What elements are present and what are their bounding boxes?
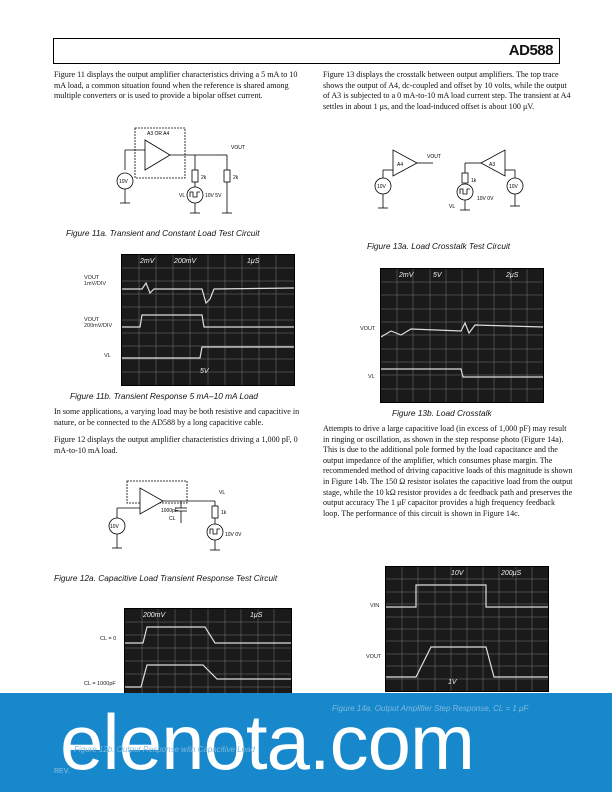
svg-text:1000pF: 1000pF <box>161 508 178 514</box>
scope-label: VOUT 1mV/DIV <box>84 275 107 287</box>
scope-label: VL <box>104 353 111 359</box>
svg-text:VL: VL <box>449 204 455 210</box>
paragraph: Figure 13 displays the crosstalk between… <box>323 70 571 111</box>
svg-text:2k: 2k <box>201 175 207 181</box>
scope-label: CL = 0 <box>100 636 117 642</box>
svg-text:10V 5V: 10V 5V <box>205 193 222 199</box>
svg-text:10V 0V: 10V 0V <box>225 532 242 538</box>
scope-label: VOUT 200mV/DIV <box>84 317 113 329</box>
svg-text:A3 OR A4: A3 OR A4 <box>147 131 169 137</box>
schematic-fig13a: A4 A3 VOUT 1k 10V 10V 10V 0V VL <box>374 149 524 211</box>
svg-text:A3: A3 <box>489 162 495 168</box>
svg-text:VOUT: VOUT <box>427 154 441 160</box>
left-column-top: Figure 11 displays the output amplifier … <box>54 70 301 109</box>
svg-text:A4: A4 <box>397 162 403 168</box>
scope-label: VIN <box>370 603 380 609</box>
caption-fig12b: Figure 12b. Output Response with Capacit… <box>74 745 255 754</box>
scope-fig13b: 2mV 5V 2μS <box>380 268 544 403</box>
svg-text:1k: 1k <box>471 178 477 184</box>
caption-fig13b: Figure 13b. Load Crosstalk <box>392 408 492 418</box>
caption-fig12a: Figure 12a. Capacitive Load Transient Re… <box>54 573 278 583</box>
scope-fig11b: 2mV 200mV 1μS 5V <box>121 254 295 386</box>
svg-text:10V: 10V <box>110 524 120 530</box>
svg-text:10V: 10V <box>377 184 387 190</box>
svg-text:VL: VL <box>179 193 185 199</box>
svg-text:10V: 10V <box>509 184 519 190</box>
page-header: AD588 <box>53 38 560 64</box>
footer-rev: REV. <box>54 768 70 775</box>
caption-fig11b: Figure 11b. Transient Response 5 mA–10 m… <box>70 391 259 401</box>
scope-fig12b: 200mV 1μS <box>124 608 292 696</box>
watermark-text: elenota.com <box>60 698 475 786</box>
scope-label: CL = 1000pF <box>84 681 116 687</box>
right-column-top: Figure 13 displays the crosstalk between… <box>323 70 573 119</box>
caption-fig13a: Figure 13a. Load Crosstalk Test Circuit <box>367 241 511 251</box>
scope-fig12b-grid <box>125 609 291 695</box>
schematic-fig12a: 1000pF CL 1k 10V 10V 0V VL <box>108 480 242 551</box>
scope-fig11b-grid <box>122 255 294 385</box>
scope-fig13b-grid <box>381 269 543 402</box>
svg-text:CL: CL <box>169 516 176 522</box>
paragraph: In some applications, a varying load may… <box>54 407 300 427</box>
svg-text:2k: 2k <box>233 175 239 181</box>
scope-label: VOUT <box>360 326 376 332</box>
left-column-mid: In some applications, a varying load may… <box>54 407 301 463</box>
svg-text:VOUT: VOUT <box>231 145 245 151</box>
scope-label: VL <box>368 374 375 380</box>
schematic-fig11a: A3 OR A4 VOUT 2k 2k 10V 10V 5V VL <box>116 127 245 214</box>
caption-fig11a: Figure 11a. Transient and Constant Load … <box>66 228 260 238</box>
paragraph: Figure 11 displays the output amplifier … <box>54 70 298 101</box>
svg-text:10V 0V: 10V 0V <box>477 196 494 202</box>
watermark-banner <box>0 693 612 792</box>
svg-text:10V: 10V <box>119 179 129 185</box>
part-number: AD588 <box>508 42 554 59</box>
scope-fig14a: 10V 200μS 1V <box>385 566 549 692</box>
caption-fig14a: Figure 14a. Output Amplifier Step Respon… <box>332 704 529 713</box>
svg-text:VL: VL <box>219 490 225 496</box>
svg-text:1k: 1k <box>221 510 227 516</box>
paragraph: Attempts to drive a large capacitive loa… <box>323 424 573 518</box>
paragraph: Figure 12 displays the output amplifier … <box>54 435 298 455</box>
right-column-mid: Attempts to drive a large capacitive loa… <box>323 424 573 526</box>
scope-label: VOUT <box>366 654 382 660</box>
scope-fig14a-grid <box>386 567 548 691</box>
